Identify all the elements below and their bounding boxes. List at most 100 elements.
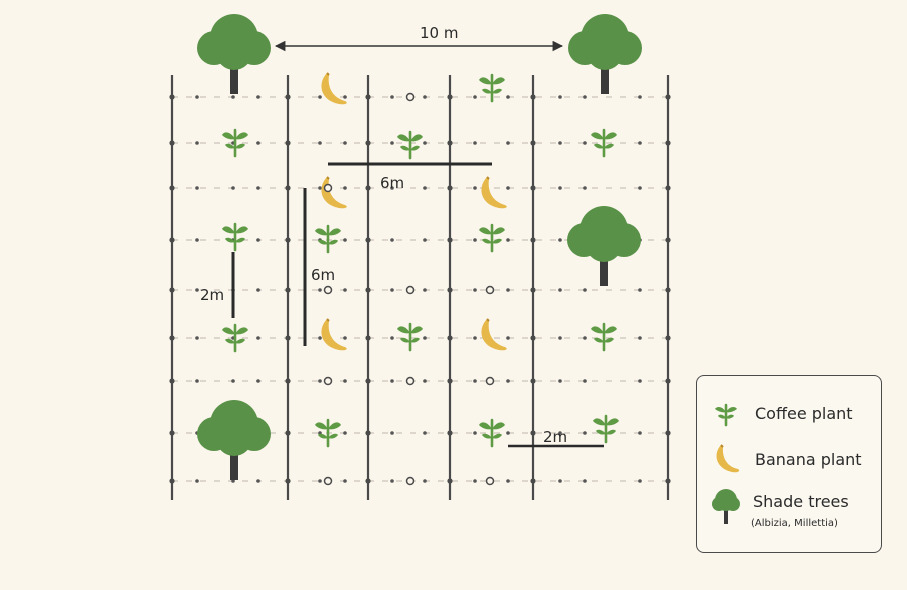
banana-plant-icon: [321, 318, 347, 351]
dimension-plant-horizontal: 2m: [508, 428, 604, 448]
label-plant-spacing-horizontal: 2m: [543, 428, 567, 446]
grid-node: [447, 287, 453, 293]
grid-node: [169, 378, 175, 384]
grid-dot: [558, 336, 562, 340]
coffee-plant-icon: [591, 322, 617, 352]
grid-dot: [506, 238, 510, 242]
grid-dot: [506, 141, 510, 145]
grid-dot: [423, 479, 427, 483]
grid-dot: [195, 379, 199, 383]
grid-dot: [343, 141, 347, 145]
grid-dot: [473, 379, 477, 383]
legend-shade-label: Shade trees: [753, 491, 849, 511]
coffee-plant-icon: [479, 73, 505, 103]
grid-dot: [473, 141, 477, 145]
grid-dot: [231, 186, 235, 190]
grid-node: [530, 140, 536, 146]
grid-dot: [473, 431, 477, 435]
grid-dot: [195, 238, 199, 242]
grid-dot: [318, 288, 322, 292]
grid-node: [530, 237, 536, 243]
grid-dot: [423, 336, 427, 340]
grid-dot: [583, 141, 587, 145]
seedling-marker: [323, 376, 333, 386]
grid-dot: [318, 336, 322, 340]
grid-node: [530, 430, 536, 436]
grid-dot: [506, 95, 510, 99]
grid-dot: [423, 186, 427, 190]
seedling-marker: [485, 376, 495, 386]
grid-dot: [318, 141, 322, 145]
grid-node: [365, 140, 371, 146]
coffee-plant-icon: [479, 418, 505, 448]
grid-dot: [558, 379, 562, 383]
grid-dot: [423, 379, 427, 383]
grid-dot: [638, 288, 642, 292]
grid-dot: [558, 238, 562, 242]
grid-node: [365, 287, 371, 293]
coffee-plant-icon: [315, 418, 341, 448]
grid-node: [169, 237, 175, 243]
grid-dot: [473, 336, 477, 340]
grid-node: [665, 287, 671, 293]
grid-node: [447, 185, 453, 191]
coffee-plant-icon: [397, 130, 423, 160]
grid-node: [665, 430, 671, 436]
grid-dot: [638, 379, 642, 383]
grid-node: [169, 140, 175, 146]
grid-dot: [195, 95, 199, 99]
plant-layer: [197, 14, 642, 486]
grid-dot: [583, 95, 587, 99]
grid-dot: [343, 238, 347, 242]
legend-coffee: Coffee plant: [709, 398, 853, 428]
grid-node: [530, 287, 536, 293]
grid-dot: [423, 238, 427, 242]
dimension-top: 10 m: [274, 24, 564, 52]
grid-dot: [638, 141, 642, 145]
dimension-row-vertical: 6m: [303, 188, 335, 346]
grid-dot: [195, 288, 199, 292]
grid-node: [447, 430, 453, 436]
grid-dot: [390, 288, 394, 292]
grid-dot: [506, 479, 510, 483]
seedling-marker: [405, 92, 415, 102]
legend-shade: Shade trees: [709, 486, 849, 526]
grid-node: [365, 430, 371, 436]
grid-node: [447, 378, 453, 384]
grid-dot: [343, 288, 347, 292]
seedling-marker: [323, 285, 333, 295]
grid-node: [365, 478, 371, 484]
grid-dot: [256, 379, 260, 383]
grid-node: [447, 335, 453, 341]
grid-dot: [256, 238, 260, 242]
grid-dot: [343, 479, 347, 483]
banana-plant-icon: [716, 444, 740, 473]
grid-dot: [558, 95, 562, 99]
grid-node: [665, 335, 671, 341]
grid-dot: [638, 479, 642, 483]
grid-dot: [506, 336, 510, 340]
grid-node: [285, 94, 291, 100]
dimension-plant-vertical: 2m: [200, 252, 235, 318]
grid-dot: [638, 95, 642, 99]
grid-dot: [473, 238, 477, 242]
grid-dot: [195, 479, 199, 483]
grid-node: [530, 478, 536, 484]
grid-dot: [318, 479, 322, 483]
shade-tree-icon: [712, 489, 740, 524]
coffee-plant-icon: [397, 322, 423, 352]
legend-banana-label: Banana plant: [755, 449, 862, 469]
grid-dot: [638, 186, 642, 190]
banana-plant-icon: [481, 318, 507, 351]
grid-dot: [343, 379, 347, 383]
grid-dot: [318, 186, 322, 190]
banana-plant-icon: [321, 176, 347, 209]
grid-node: [530, 378, 536, 384]
legend-shade-species: (Albizia, Millettia): [751, 518, 838, 529]
grid-dot: [390, 431, 394, 435]
grid-dot: [423, 288, 427, 292]
grid-node: [285, 237, 291, 243]
grid-node: [530, 185, 536, 191]
